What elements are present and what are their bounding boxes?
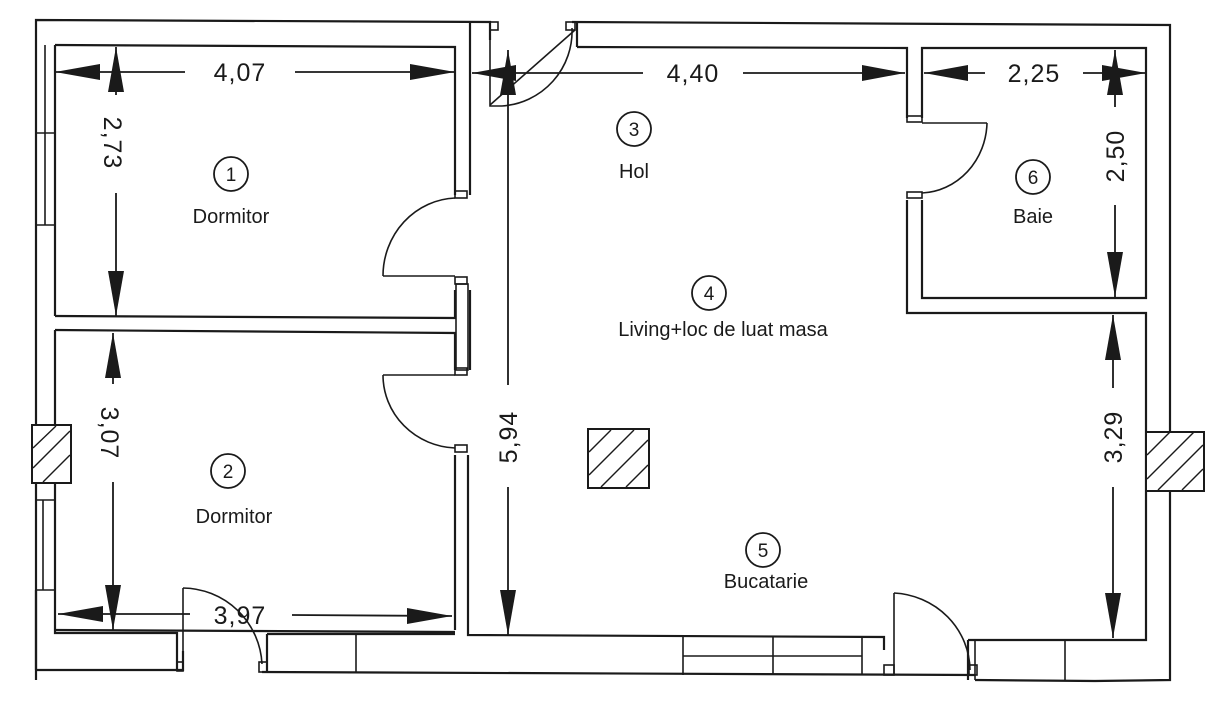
room-1: 1 Dormitor	[193, 156, 270, 228]
hatched-column-left	[31, 424, 72, 484]
hatched-column-right	[1145, 431, 1205, 492]
doors	[176, 21, 988, 676]
dimension-kitchen-height: 3,29	[1100, 315, 1128, 638]
room-3: 3 Hol	[616, 111, 652, 183]
dimension-room2-height: 3,07	[95, 333, 123, 630]
room-name: Hol	[619, 161, 649, 183]
room-name: Dormitor	[196, 506, 273, 528]
dim-label: 3,97	[214, 602, 267, 630]
dimension-room2-width: 3,97	[58, 602, 453, 630]
room-name: Baie	[1013, 206, 1053, 228]
dimension-living-height: 5,94	[495, 50, 523, 635]
room-name: Bucatarie	[724, 571, 809, 593]
room-2: 2 Dormitor	[196, 453, 273, 528]
room-6: 6 Baie	[1013, 159, 1053, 228]
dim-label: 2,73	[98, 117, 126, 170]
room-number: 2	[223, 462, 234, 483]
dimension-room1-width: 4,07	[55, 59, 455, 87]
left-wall	[36, 45, 57, 630]
dim-label: 2,50	[1102, 130, 1130, 183]
room-number: 1	[226, 165, 237, 186]
dim-label: 2,25	[1008, 60, 1061, 88]
dim-label: 5,94	[495, 411, 523, 464]
dim-label: 3,29	[1100, 411, 1128, 464]
dim-label: 3,07	[95, 407, 123, 460]
room-number: 6	[1028, 168, 1039, 189]
kitchen-window	[682, 637, 1066, 680]
dim-label: 4,07	[214, 59, 267, 87]
room-5: 5 Bucatarie	[724, 532, 809, 593]
room-name: Living+loc de luat masa	[618, 319, 828, 341]
hatched-column-center	[587, 428, 650, 489]
room-number: 5	[758, 541, 769, 562]
dimension-room1-height: 2,73	[98, 47, 126, 316]
exterior-walls	[34, 18, 1172, 683]
room-name: Dormitor	[193, 206, 270, 228]
room-4: 4 Living+loc de luat masa	[618, 275, 829, 341]
dim-label: 4,40	[667, 60, 720, 88]
interior-walls	[34, 22, 886, 672]
room-number: 4	[704, 284, 715, 305]
dimension-bath-height: 2,50	[1102, 50, 1130, 297]
room-number: 3	[629, 120, 640, 141]
